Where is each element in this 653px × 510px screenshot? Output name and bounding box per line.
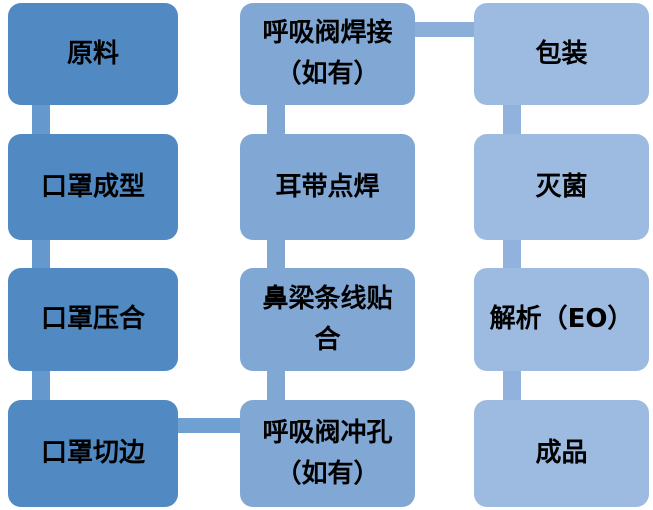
connector-sterilization-to-eo	[503, 239, 521, 270]
connector-punching-to-nose-strip	[267, 370, 285, 402]
flow-box-finished-product: 成品	[474, 400, 649, 507]
connector-nose-strip-to-earloop	[267, 239, 285, 270]
flow-box-packaging: 包装	[474, 3, 649, 105]
flow-box-mask-forming: 口罩成型	[8, 134, 178, 240]
flow-box-sterilization: 灭菌	[474, 134, 649, 240]
flow-box-valve-punching: 呼吸阀冲孔 （如有）	[240, 400, 415, 507]
flow-box-mask-trimming: 口罩切边	[8, 400, 178, 507]
connector-valve-welding-to-packaging	[414, 22, 475, 37]
flow-box-eo-desorption: 解析（EO）	[474, 268, 649, 371]
flow-box-valve-welding: 呼吸阀焊接 （如有）	[240, 3, 415, 105]
connector-eo-to-finished	[503, 370, 521, 402]
connector-raw-to-forming	[32, 104, 50, 136]
connector-trimming-to-valve-punching	[177, 418, 241, 433]
connector-packaging-to-sterilization	[503, 104, 521, 136]
flow-box-raw-material: 原料	[8, 3, 178, 105]
connector-pressing-to-trimming	[32, 370, 50, 402]
flow-box-earloop-welding: 耳带点焊	[240, 134, 415, 240]
connector-earloop-to-valve-welding	[267, 104, 285, 136]
connector-forming-to-pressing	[32, 239, 50, 270]
flow-box-mask-pressing: 口罩压合	[8, 268, 178, 371]
flow-box-nose-strip-bonding: 鼻梁条线贴 合	[240, 268, 415, 371]
